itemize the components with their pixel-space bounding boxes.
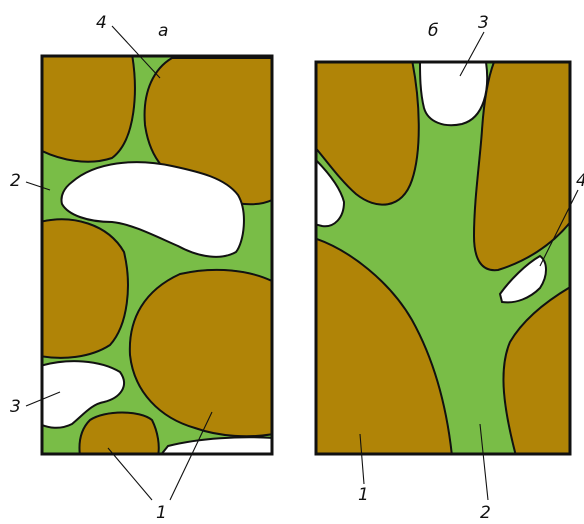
panel-a-letter: а [158, 21, 168, 41]
panel-a-leader-solid-grain-1 [107, 447, 153, 501]
panel-a-leader-void [25, 391, 61, 407]
panel-b-leader-film [539, 189, 579, 267]
panel-a-label-film: 4 [96, 13, 107, 33]
panel-b-frame [314, 60, 572, 456]
panel-b-letter: б [428, 21, 438, 41]
panel-b-label-solid-grain: 1 [358, 485, 369, 505]
panel-a-label-solid-grain: 1 [156, 503, 167, 523]
panel-a-void-bottom-right-strip [160, 436, 272, 454]
panel-a-grain-top-left [42, 56, 136, 163]
panel-b-grain-top-left [316, 62, 420, 206]
panel-a-grain-bottom-small [78, 411, 160, 454]
panel-b-void-left [316, 158, 346, 228]
panel-a-void-bottom-left [42, 360, 125, 429]
panel-b-grain-bottom-right [502, 286, 570, 454]
panel-b-label-film: 4 [576, 171, 584, 191]
panel-a-grain-bottom-right [128, 268, 272, 438]
panel-b-void-right [498, 254, 547, 304]
panel-a-label-void: 3 [10, 397, 21, 417]
panel-a-leader-film [111, 25, 161, 79]
panel-a-frame [40, 54, 274, 456]
panel-a-leader-pore-fluid [25, 181, 51, 191]
panel-b-grain-bottom-left [316, 237, 453, 454]
panel-a-leader-solid-grain-2 [169, 411, 213, 501]
panel-a: а 4 2 3 1 [10, 13, 274, 523]
panel-a-grain-mid-left [42, 218, 129, 359]
panel-a-label-pore-fluid: 2 [10, 171, 21, 191]
panel-a-void-center [60, 161, 245, 258]
panel-b-void-top [419, 62, 489, 127]
panel-b-leader-void [459, 31, 485, 77]
panel-b-grain-top-right [472, 62, 570, 272]
panel-b: б 3 4 1 2 [314, 13, 584, 523]
panel-b-leader-pore-fluid [479, 423, 489, 501]
panel-b-label-void: 3 [478, 13, 489, 33]
panel-b-label-pore-fluid: 2 [480, 503, 491, 523]
panel-b-leader-solid-grain [359, 433, 365, 485]
